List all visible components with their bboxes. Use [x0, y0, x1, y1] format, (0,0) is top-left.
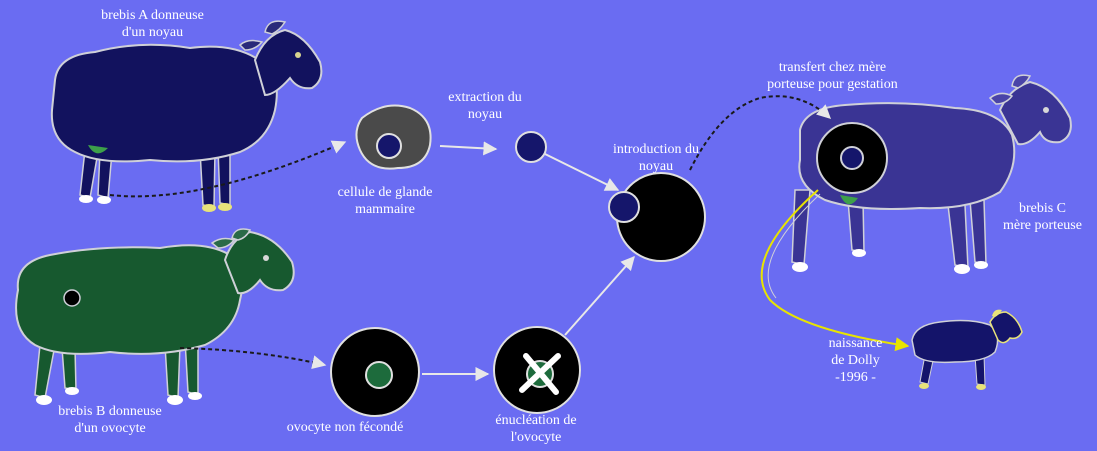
- label-introduction-line2: noyau: [638, 159, 674, 174]
- sheep-c-illustration: [791, 74, 1072, 274]
- arrow-cell-to-nucleus: [439, 141, 498, 156]
- arrow-birth: [760, 189, 910, 352]
- label-sheep-b-line1: brebis B donneuse: [58, 404, 162, 419]
- label-introduction: introduction du noyau: [591, 141, 721, 175]
- label-unfertilized-oocyte: ovocyte non fécondé: [270, 419, 420, 436]
- mammary-cell: [355, 104, 432, 170]
- arrow-sheep-a-to-cell: [109, 140, 347, 198]
- label-birth-line3: -1996 -: [835, 370, 876, 385]
- arrow-enucleation-to-reconstruction: [564, 255, 635, 336]
- label-extraction-line1: extraction du: [448, 90, 522, 105]
- unfertilized-oocyte: [330, 327, 420, 417]
- label-mammary-cell-line2: mammaire: [355, 202, 415, 217]
- label-mammary-cell-line1: cellule de glande: [337, 185, 433, 200]
- arrow-sheep-b-to-oocyte: [179, 347, 327, 369]
- label-sheep-c-line2: mère porteuse: [1003, 218, 1082, 233]
- label-transfer-line2: porteuse pour gestation: [767, 77, 898, 92]
- label-birth-line2: de Dolly: [831, 353, 880, 368]
- label-birth-line1: naissance: [828, 336, 883, 351]
- label-extraction-line2: noyau: [467, 107, 503, 122]
- label-introduction-line1: introduction du: [613, 142, 699, 157]
- enucleated-oocyte: [493, 326, 581, 414]
- label-transfer: transfert chez mère porteuse pour gestat…: [740, 59, 925, 93]
- extracted-nucleus: [515, 131, 547, 163]
- label-sheep-a-line2: d'un noyau: [121, 25, 184, 40]
- label-extraction: extraction du noyau: [425, 89, 545, 123]
- label-unfertilized-oocyte-line1: ovocyte non fécondé: [286, 420, 404, 435]
- dolly-illustration: [911, 309, 1023, 390]
- sheep-b-illustration: [15, 228, 295, 405]
- arrow-nucleus-to-oocyte: [544, 153, 620, 191]
- label-enucleation-line1: énucléation de: [495, 413, 577, 428]
- label-sheep-a: brebis A donneuse d'un noyau: [70, 7, 235, 41]
- label-sheep-b-line2: d'un ovocyte: [74, 421, 146, 436]
- label-transfer-line1: transfert chez mère: [778, 60, 887, 75]
- arrow-birth-outline: [767, 193, 821, 299]
- label-birth: naissance de Dolly -1996 -: [808, 335, 903, 386]
- label-sheep-a-line1: brebis A donneuse: [101, 8, 204, 23]
- label-enucleation: énucléation de l'ovocyte: [476, 412, 596, 446]
- sheep-a-illustration: [50, 20, 323, 212]
- label-mammary-cell: cellule de glande mammaire: [310, 184, 460, 218]
- label-sheep-c-line1: brebis C: [1018, 201, 1067, 216]
- label-sheep-c: brebis C mère porteuse: [985, 200, 1097, 234]
- reconstructed-oocyte: [608, 172, 706, 262]
- label-enucleation-line2: l'ovocyte: [510, 430, 562, 445]
- label-sheep-b: brebis B donneuse d'un ovocyte: [30, 403, 190, 437]
